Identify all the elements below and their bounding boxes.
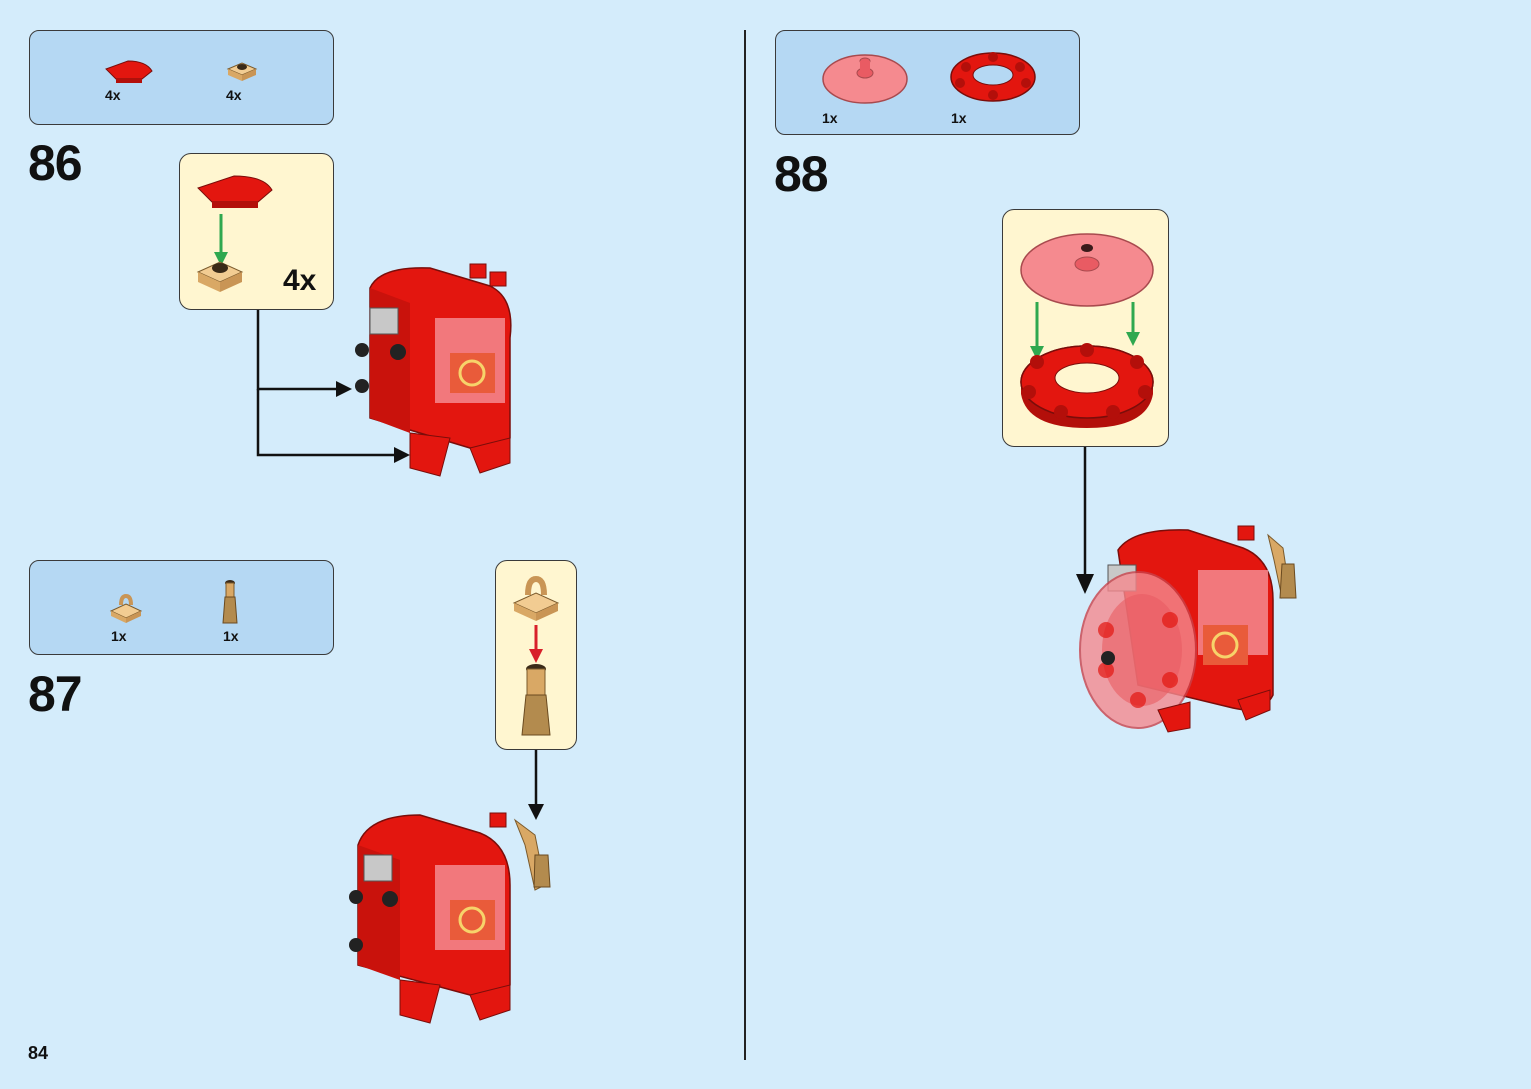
tan-clip-plate-icon <box>109 593 143 623</box>
lantern-model-step-87 <box>349 812 551 1024</box>
step-number: 86 <box>28 135 83 191</box>
callout-multiplier: 4x <box>283 264 317 297</box>
part-quantity: 1x <box>951 110 967 126</box>
parts-list-step-88: 1x 1x <box>775 30 1080 135</box>
sub-assembly-callout <box>1002 209 1169 447</box>
parts-list-step-86: 4x 4x <box>29 30 334 125</box>
lantern-model-step-86 <box>355 263 512 477</box>
sub-assembly-callout <box>495 560 577 750</box>
part-quantity: 4x <box>105 87 121 103</box>
lantern-model-step-88 <box>1079 525 1297 733</box>
step-number: 87 <box>28 666 83 722</box>
trans-red-round-dish-icon <box>822 54 908 104</box>
page-divider <box>744 30 746 1060</box>
sub-assembly-callout: 4x <box>179 153 334 310</box>
red-round-ring-plate-icon <box>950 52 1036 102</box>
red-curved-slope-icon <box>105 60 153 83</box>
attach-dish-illustration <box>1020 233 1154 428</box>
part-quantity: 1x <box>111 628 127 644</box>
page-number: 84 <box>28 1043 49 1063</box>
part-quantity: 4x <box>226 87 242 103</box>
parts-list-step-87: 1x 1x <box>29 560 334 655</box>
attach-tassel-illustration <box>512 575 560 736</box>
tan-plate-1x1-icon <box>226 62 258 81</box>
attach-slope-illustration <box>196 175 273 292</box>
tan-tassel-icon <box>222 580 238 624</box>
step-number: 88 <box>774 146 829 202</box>
part-quantity: 1x <box>822 110 838 126</box>
part-quantity: 1x <box>223 628 239 644</box>
